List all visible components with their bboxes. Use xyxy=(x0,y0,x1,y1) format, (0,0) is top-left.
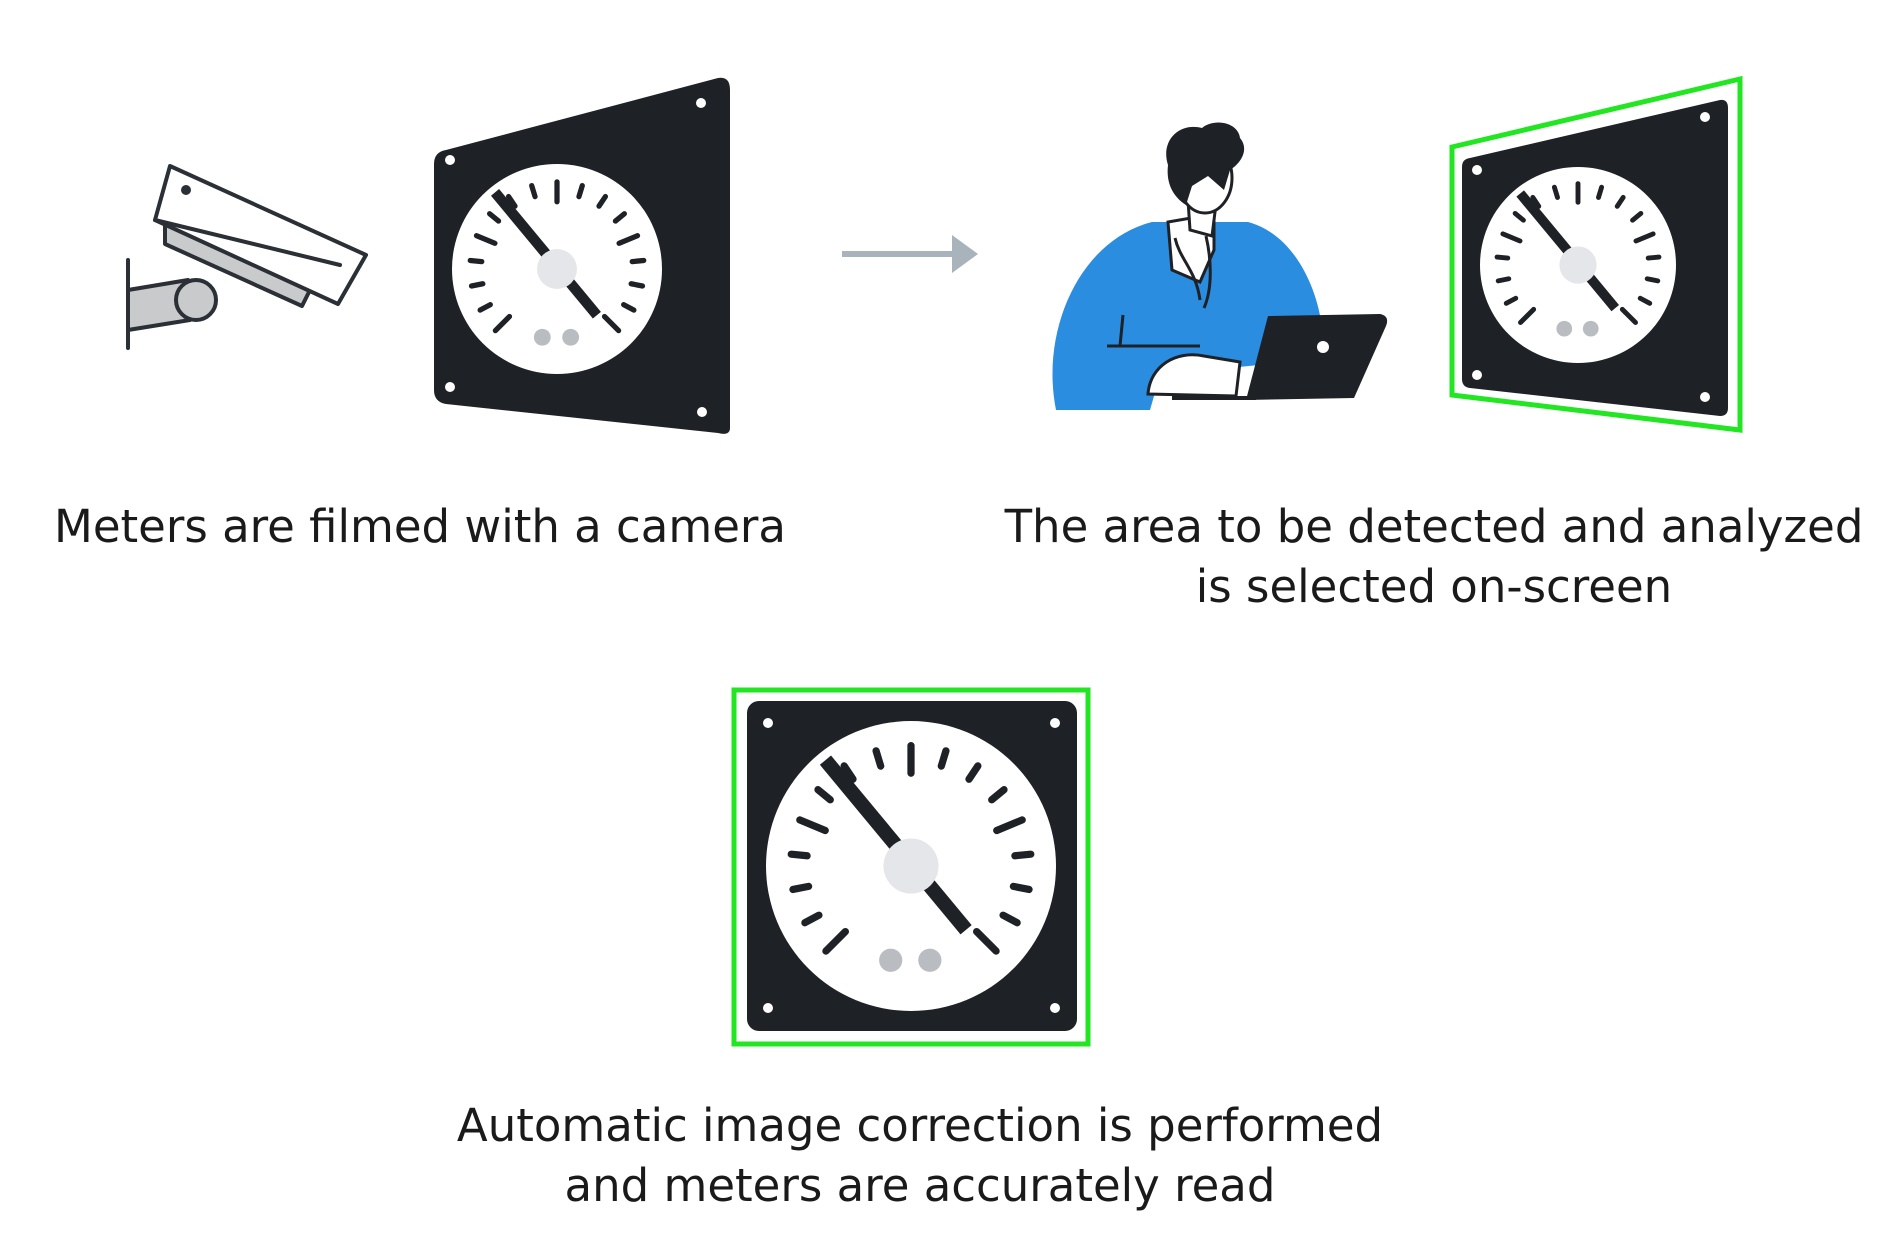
arrow-right-icon xyxy=(842,235,978,273)
operator-with-laptop-icon xyxy=(1052,122,1388,410)
analog-meter-selected-icon xyxy=(1449,75,1743,433)
analog-meter-corrected-icon xyxy=(731,687,1091,1047)
caption-line: Meters are filmed with a camera xyxy=(54,500,786,553)
caption-line: The area to be detected and analyzed xyxy=(1004,500,1864,553)
caption-line: and meters are accurately read xyxy=(564,1159,1276,1212)
analog-meter-icon xyxy=(434,77,730,434)
caption-line: Automatic image correction is performed xyxy=(456,1099,1384,1152)
step-select-caption: The area to be detected and analyzed is … xyxy=(1000,497,1868,617)
security-camera-icon xyxy=(126,164,368,350)
caption-line: is selected on-screen xyxy=(1195,560,1673,613)
step-read-caption: Automatic image correction is performed … xyxy=(420,1096,1420,1216)
step-capture-caption: Meters are filmed with a camera xyxy=(30,497,810,557)
